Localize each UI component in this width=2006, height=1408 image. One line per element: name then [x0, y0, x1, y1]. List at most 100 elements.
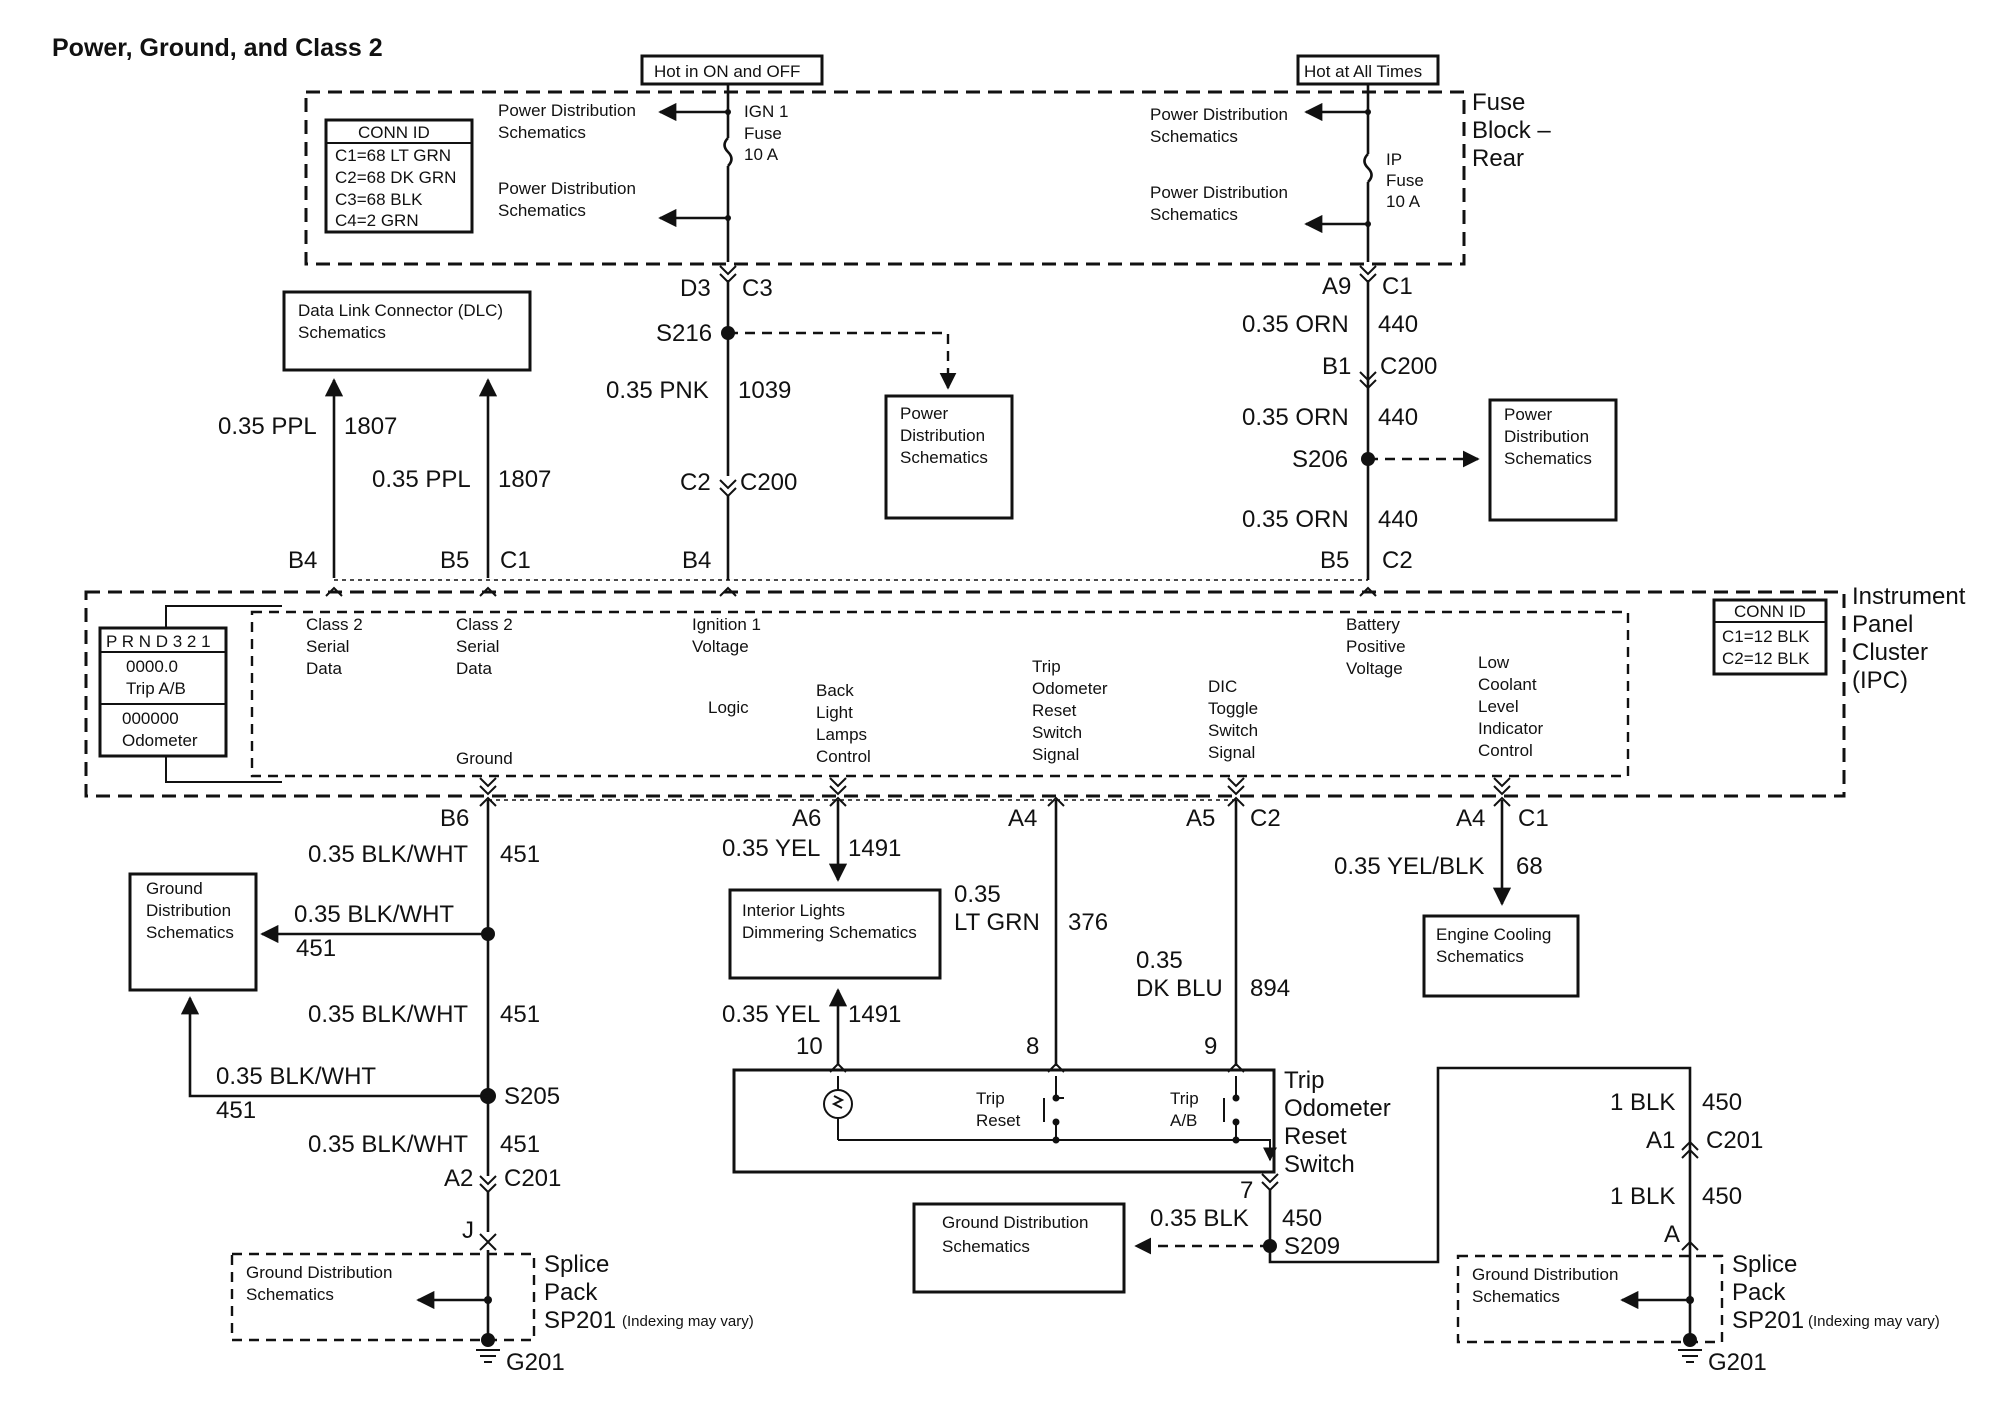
conn-c2-ipc: C2	[1382, 547, 1413, 574]
page-title: Power, Ground, and Class 2	[52, 34, 383, 62]
fuse-block-name: Fuse Block – Rear	[1472, 89, 1551, 172]
pin-7: 7	[1240, 1177, 1253, 1204]
svg-text:Switch: Switch	[1284, 1151, 1355, 1178]
svg-text:Ground: Ground	[146, 879, 203, 898]
dkblu-gauge-b: DK BLU	[1136, 975, 1223, 1002]
blkwht-gauge-e: 0.35 BLK/WHT	[308, 1131, 468, 1158]
svg-text:Splice: Splice	[1732, 1251, 1797, 1278]
svg-text:Level: Level	[1478, 697, 1519, 716]
ground-g201-right-node	[1683, 1333, 1697, 1347]
pin-b4-b: B4	[682, 547, 711, 574]
engine-cooling-box: Engine Cooling Schematics	[1422, 914, 1580, 998]
svg-text:Splice: Splice	[544, 1251, 609, 1278]
power-distribution-box-center: Power Distribution Schematics	[884, 394, 1014, 520]
pin-d3: D3	[680, 275, 711, 302]
svg-text:Interior Lights: Interior Lights	[742, 901, 845, 920]
ignition-voltage-label: Ignition 1 Voltage	[692, 615, 761, 656]
dic-toggle-label: DIC Toggle Switch Signal	[1208, 677, 1258, 762]
orn-circuit-c: 440	[1378, 506, 1418, 533]
svg-text:Pack: Pack	[1732, 1279, 1786, 1306]
svg-text:Ignition 1: Ignition 1	[692, 615, 761, 634]
svg-text:Toggle: Toggle	[1208, 699, 1258, 718]
svg-text:Instrument: Instrument	[1852, 583, 1966, 610]
blk1-circuit-b: 450	[1702, 1183, 1742, 1210]
svg-text:Power: Power	[1504, 405, 1553, 424]
battery-voltage-label: Battery Positive Voltage	[1346, 615, 1406, 678]
svg-text:Light: Light	[816, 703, 853, 722]
svg-text:(Indexing may vary): (Indexing may vary)	[1808, 1313, 1940, 1330]
pin-a6: A6	[792, 805, 821, 832]
ipc-pin-chevrons-bottom-out	[479, 796, 1511, 807]
s209-to-right-ground	[1268, 1066, 1692, 1264]
pin-a5: A5	[1186, 805, 1215, 832]
blkwht-circuit-e: 451	[500, 1131, 540, 1158]
svg-text:Power Distribution: Power Distribution	[498, 101, 636, 120]
svg-text:Reset: Reset	[976, 1111, 1021, 1130]
svg-text:Ground Distribution: Ground Distribution	[1472, 1265, 1618, 1284]
ppl-circuit-b: 1807	[498, 466, 551, 493]
blkwht-circuit-d: 451	[216, 1097, 256, 1124]
svg-text:Schematics: Schematics	[1504, 449, 1592, 468]
blkwht-circuit-b: 451	[296, 935, 336, 962]
splice-pack-left-name: Splice Pack SP201 (Indexing may vary)	[544, 1251, 754, 1334]
s206-label: S206	[1292, 446, 1348, 473]
svg-text:Voltage: Voltage	[692, 637, 749, 656]
hot-on-off-text: Hot in ON and OFF	[654, 62, 800, 81]
svg-text:Power Distribution: Power Distribution	[1150, 183, 1288, 202]
svg-text:C2=12 BLK: C2=12 BLK	[1722, 649, 1810, 668]
svg-text:Pack: Pack	[544, 1279, 598, 1306]
pin-9: 9	[1204, 1033, 1217, 1060]
svg-text:Dimmering Schematics: Dimmering Schematics	[742, 923, 917, 942]
svg-text:C1=68 LT GRN: C1=68 LT GRN	[335, 146, 451, 165]
branch-wire-451-lower	[180, 996, 488, 1098]
splice-pack-left-outline	[230, 1252, 536, 1342]
svg-text:Signal: Signal	[1032, 745, 1079, 764]
svg-text:CONN ID: CONN ID	[358, 123, 430, 142]
splice-pack-right-name: Splice Pack SP201 (Indexing may vary)	[1732, 1251, 1940, 1334]
blkwht-gauge-c: 0.35 BLK/WHT	[308, 1001, 468, 1028]
svg-text:Serial: Serial	[306, 637, 349, 656]
svg-text:Schematics: Schematics	[942, 1237, 1030, 1256]
svg-text:SP201: SP201	[544, 1307, 616, 1334]
pin-b6: B6	[440, 805, 469, 832]
trip-reset-switch-label: Trip Reset	[976, 1089, 1021, 1130]
odometer-label: Odometer	[122, 731, 198, 750]
svg-text:Fuse: Fuse	[744, 124, 782, 143]
svg-text:Battery: Battery	[1346, 615, 1400, 634]
pin-10: 10	[796, 1033, 823, 1060]
ipc-pin-chevrons-top	[325, 586, 1377, 597]
ign1-fuse-label: IGN 1 Fuse 10 A	[744, 102, 788, 164]
svg-text:Schematics: Schematics	[900, 448, 988, 467]
svg-text:Signal: Signal	[1208, 743, 1255, 762]
interior-lights-dimming-box: Interior Lights Dimmering Schematics	[728, 888, 942, 980]
svg-text:Voltage: Voltage	[1346, 659, 1403, 678]
svg-text:Positive: Positive	[1346, 637, 1406, 656]
svg-text:Switch: Switch	[1032, 723, 1082, 742]
svg-text:Power Distribution: Power Distribution	[1150, 105, 1288, 124]
svg-text:Odometer: Odometer	[1284, 1095, 1391, 1122]
conn-c2-lower: C2	[1250, 805, 1281, 832]
ipc-outline	[84, 590, 1846, 798]
blkwht-gauge-b: 0.35 BLK/WHT	[294, 901, 454, 928]
ipc-logic-outline	[250, 610, 1630, 778]
gds-splice-left: Ground Distribution Schematics	[246, 1263, 392, 1304]
ip-fuse-label: IP Fuse 10 A	[1386, 150, 1424, 211]
svg-text:Reset: Reset	[1032, 701, 1077, 720]
ppl-gauge-a: 0.35 PPL	[218, 413, 317, 440]
ppl-circuit-a: 1807	[344, 413, 397, 440]
s216-dashed-branch	[728, 331, 957, 390]
ipc-pin-chevrons-bottom	[479, 777, 1511, 796]
svg-text:IP: IP	[1386, 150, 1402, 169]
svg-text:DIC: DIC	[1208, 677, 1237, 696]
pds-label-ip-a: Power Distribution Schematics	[1150, 105, 1288, 146]
pds-label-ign-b: Power Distribution Schematics	[498, 179, 636, 220]
connector-c200-right-chevron	[1359, 371, 1377, 390]
s205-label: S205	[504, 1083, 560, 1110]
logic-label: Logic	[708, 698, 749, 717]
blk-circuit: 450	[1282, 1205, 1322, 1232]
gds-splice-right: Ground Distribution Schematics	[1472, 1265, 1618, 1306]
ground-g201-left-node	[481, 1333, 495, 1347]
ground-distribution-box-left: Ground Distribution Schematics	[128, 872, 258, 992]
pin-c2: C2	[680, 469, 711, 496]
splice-a-chevron	[1681, 1240, 1699, 1251]
